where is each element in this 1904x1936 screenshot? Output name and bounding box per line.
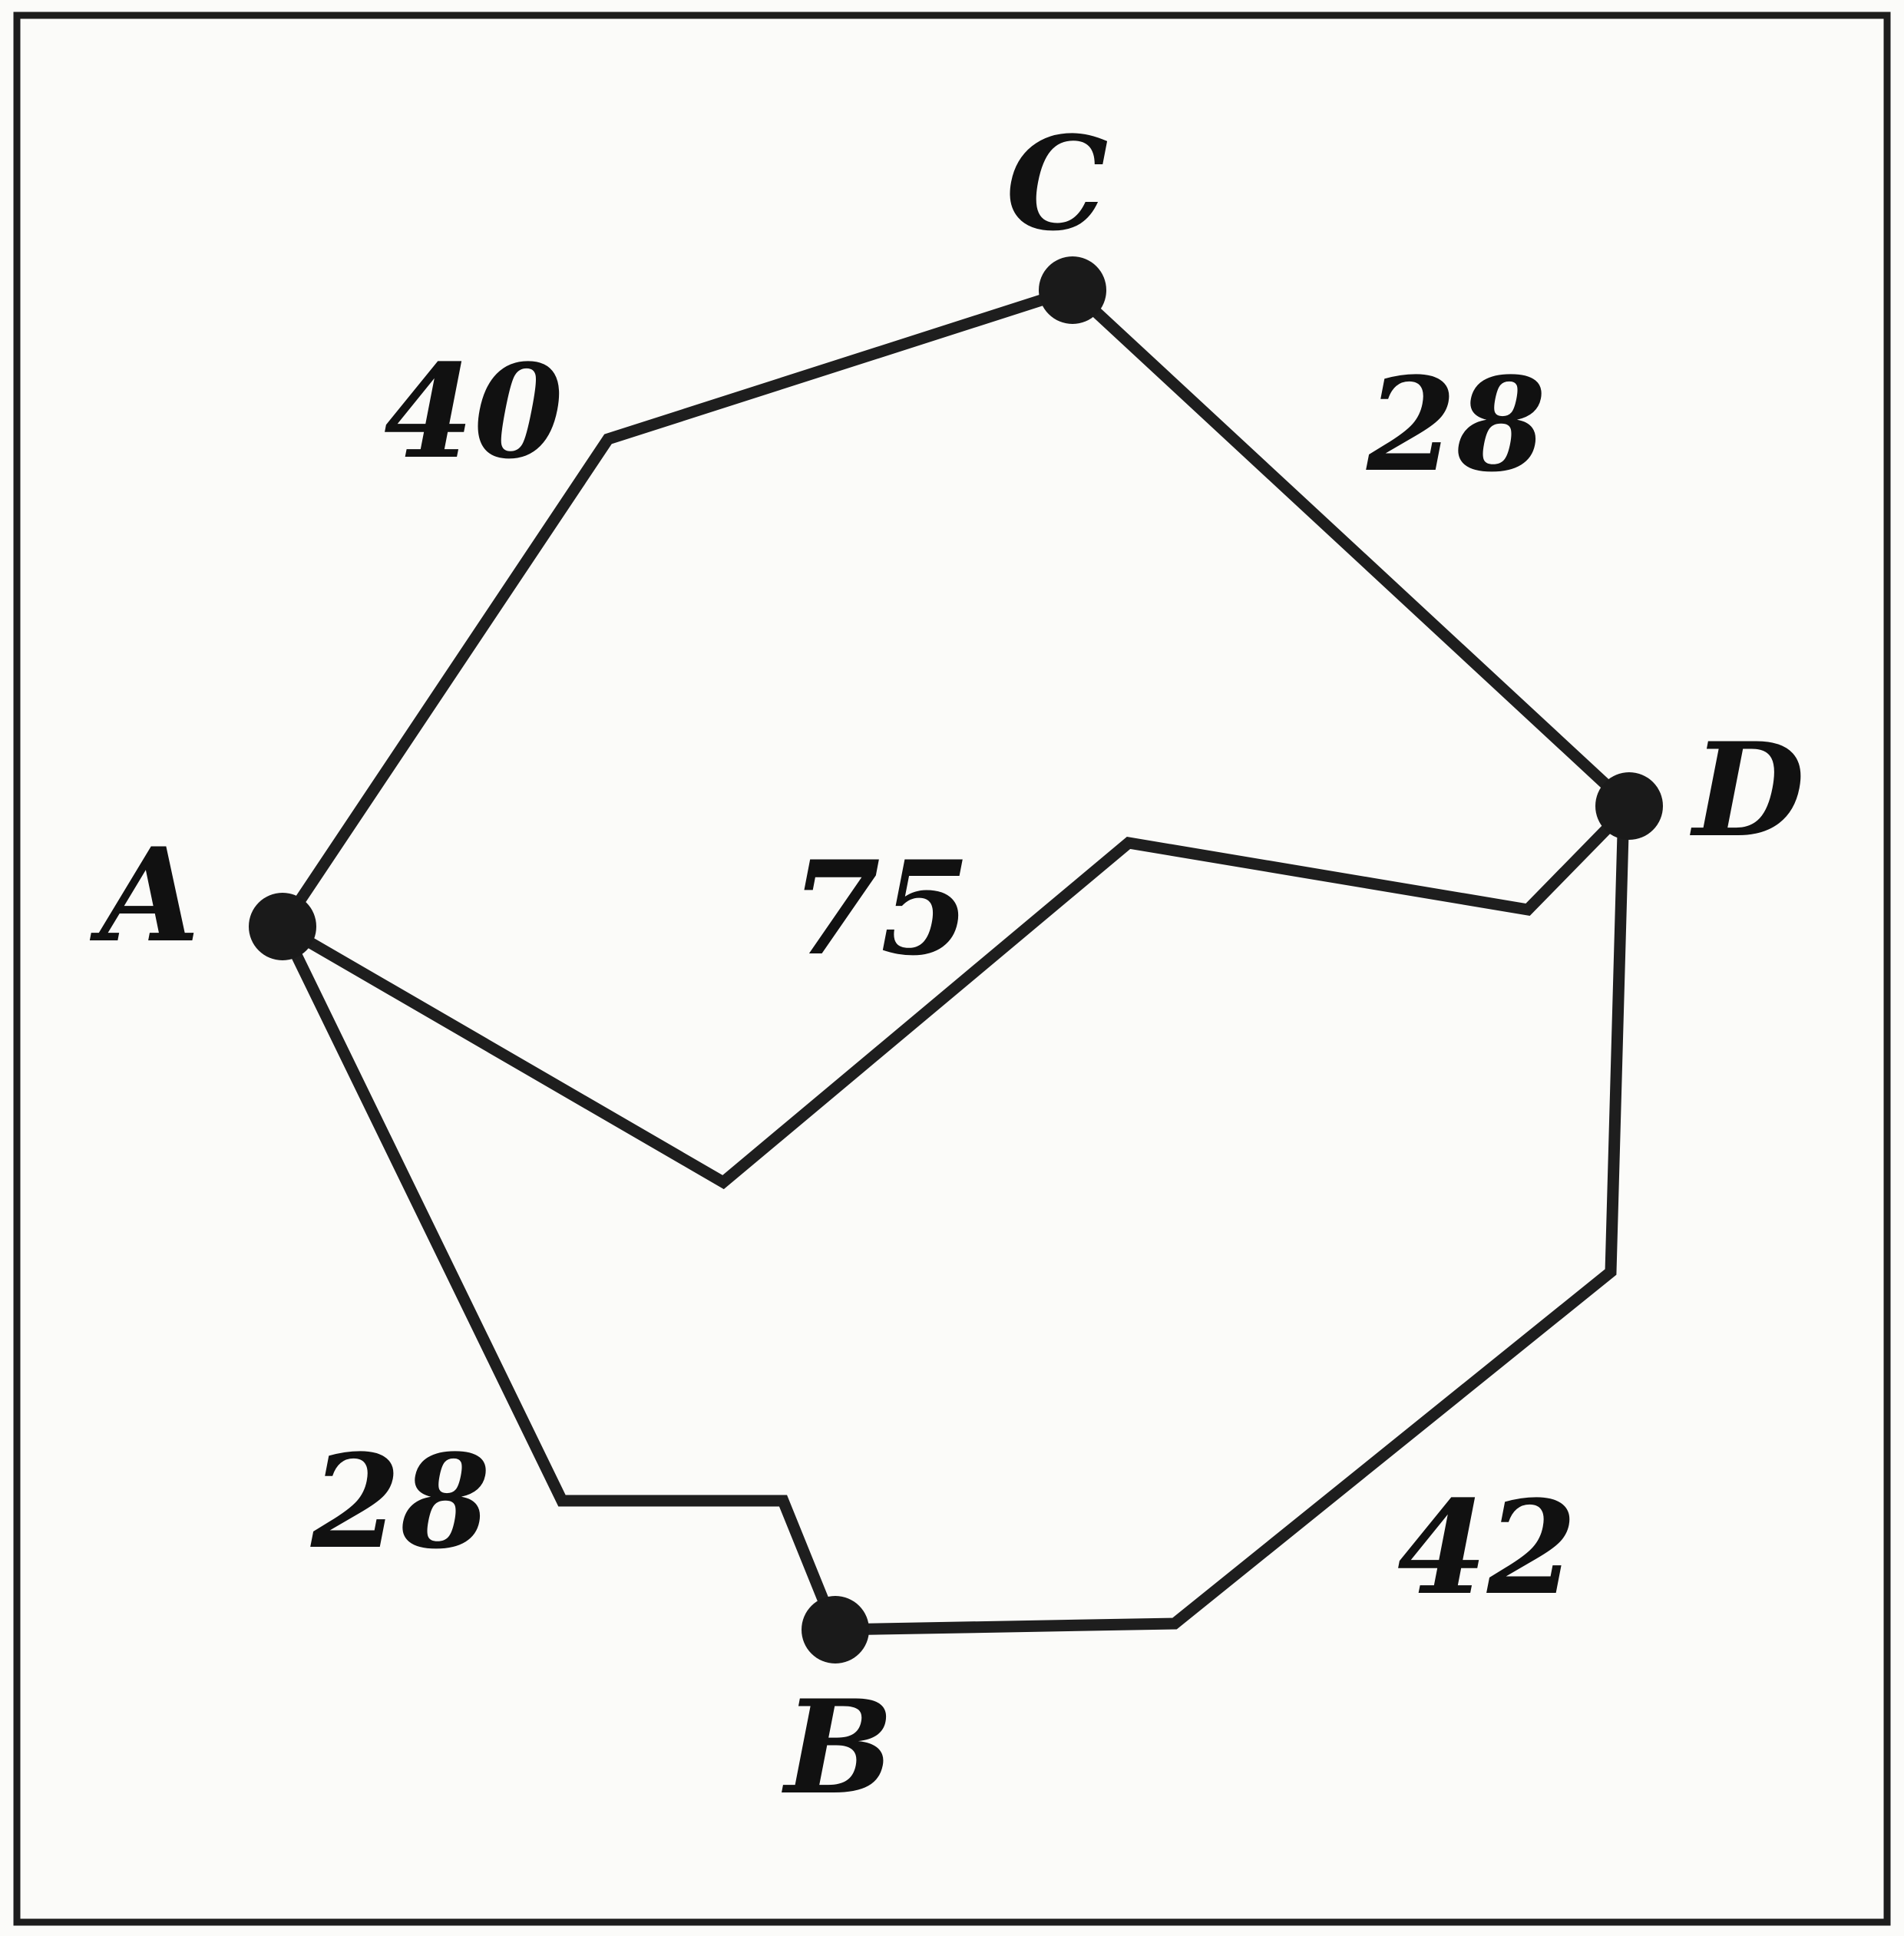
edge-weight-c-d: 28 (1366, 349, 1546, 501)
edge-weight-b-d: 42 (1397, 1472, 1577, 1624)
edge-a-c (276, 284, 1079, 933)
edge-a-d (276, 800, 1635, 1190)
vertex-label-b: B (782, 1671, 894, 1823)
edge-a-b (276, 920, 841, 1636)
edge-weight-a-b: 28 (310, 1426, 491, 1578)
vertex-label-c: C (1006, 107, 1109, 259)
vertex-label-a: A (89, 819, 200, 971)
edge-b-d (829, 800, 1630, 1636)
vertex-d (1595, 772, 1663, 840)
vertex-c (1039, 256, 1106, 324)
vertex-a (249, 893, 316, 960)
edge-weight-a-d: 75 (791, 832, 970, 984)
edge-weight-a-c: 40 (384, 335, 564, 487)
diagram-frame (13, 12, 1891, 1926)
vertex-b (802, 1596, 869, 1663)
edge-c-d (1066, 284, 1635, 812)
vertex-label-d: D (1690, 714, 1805, 866)
